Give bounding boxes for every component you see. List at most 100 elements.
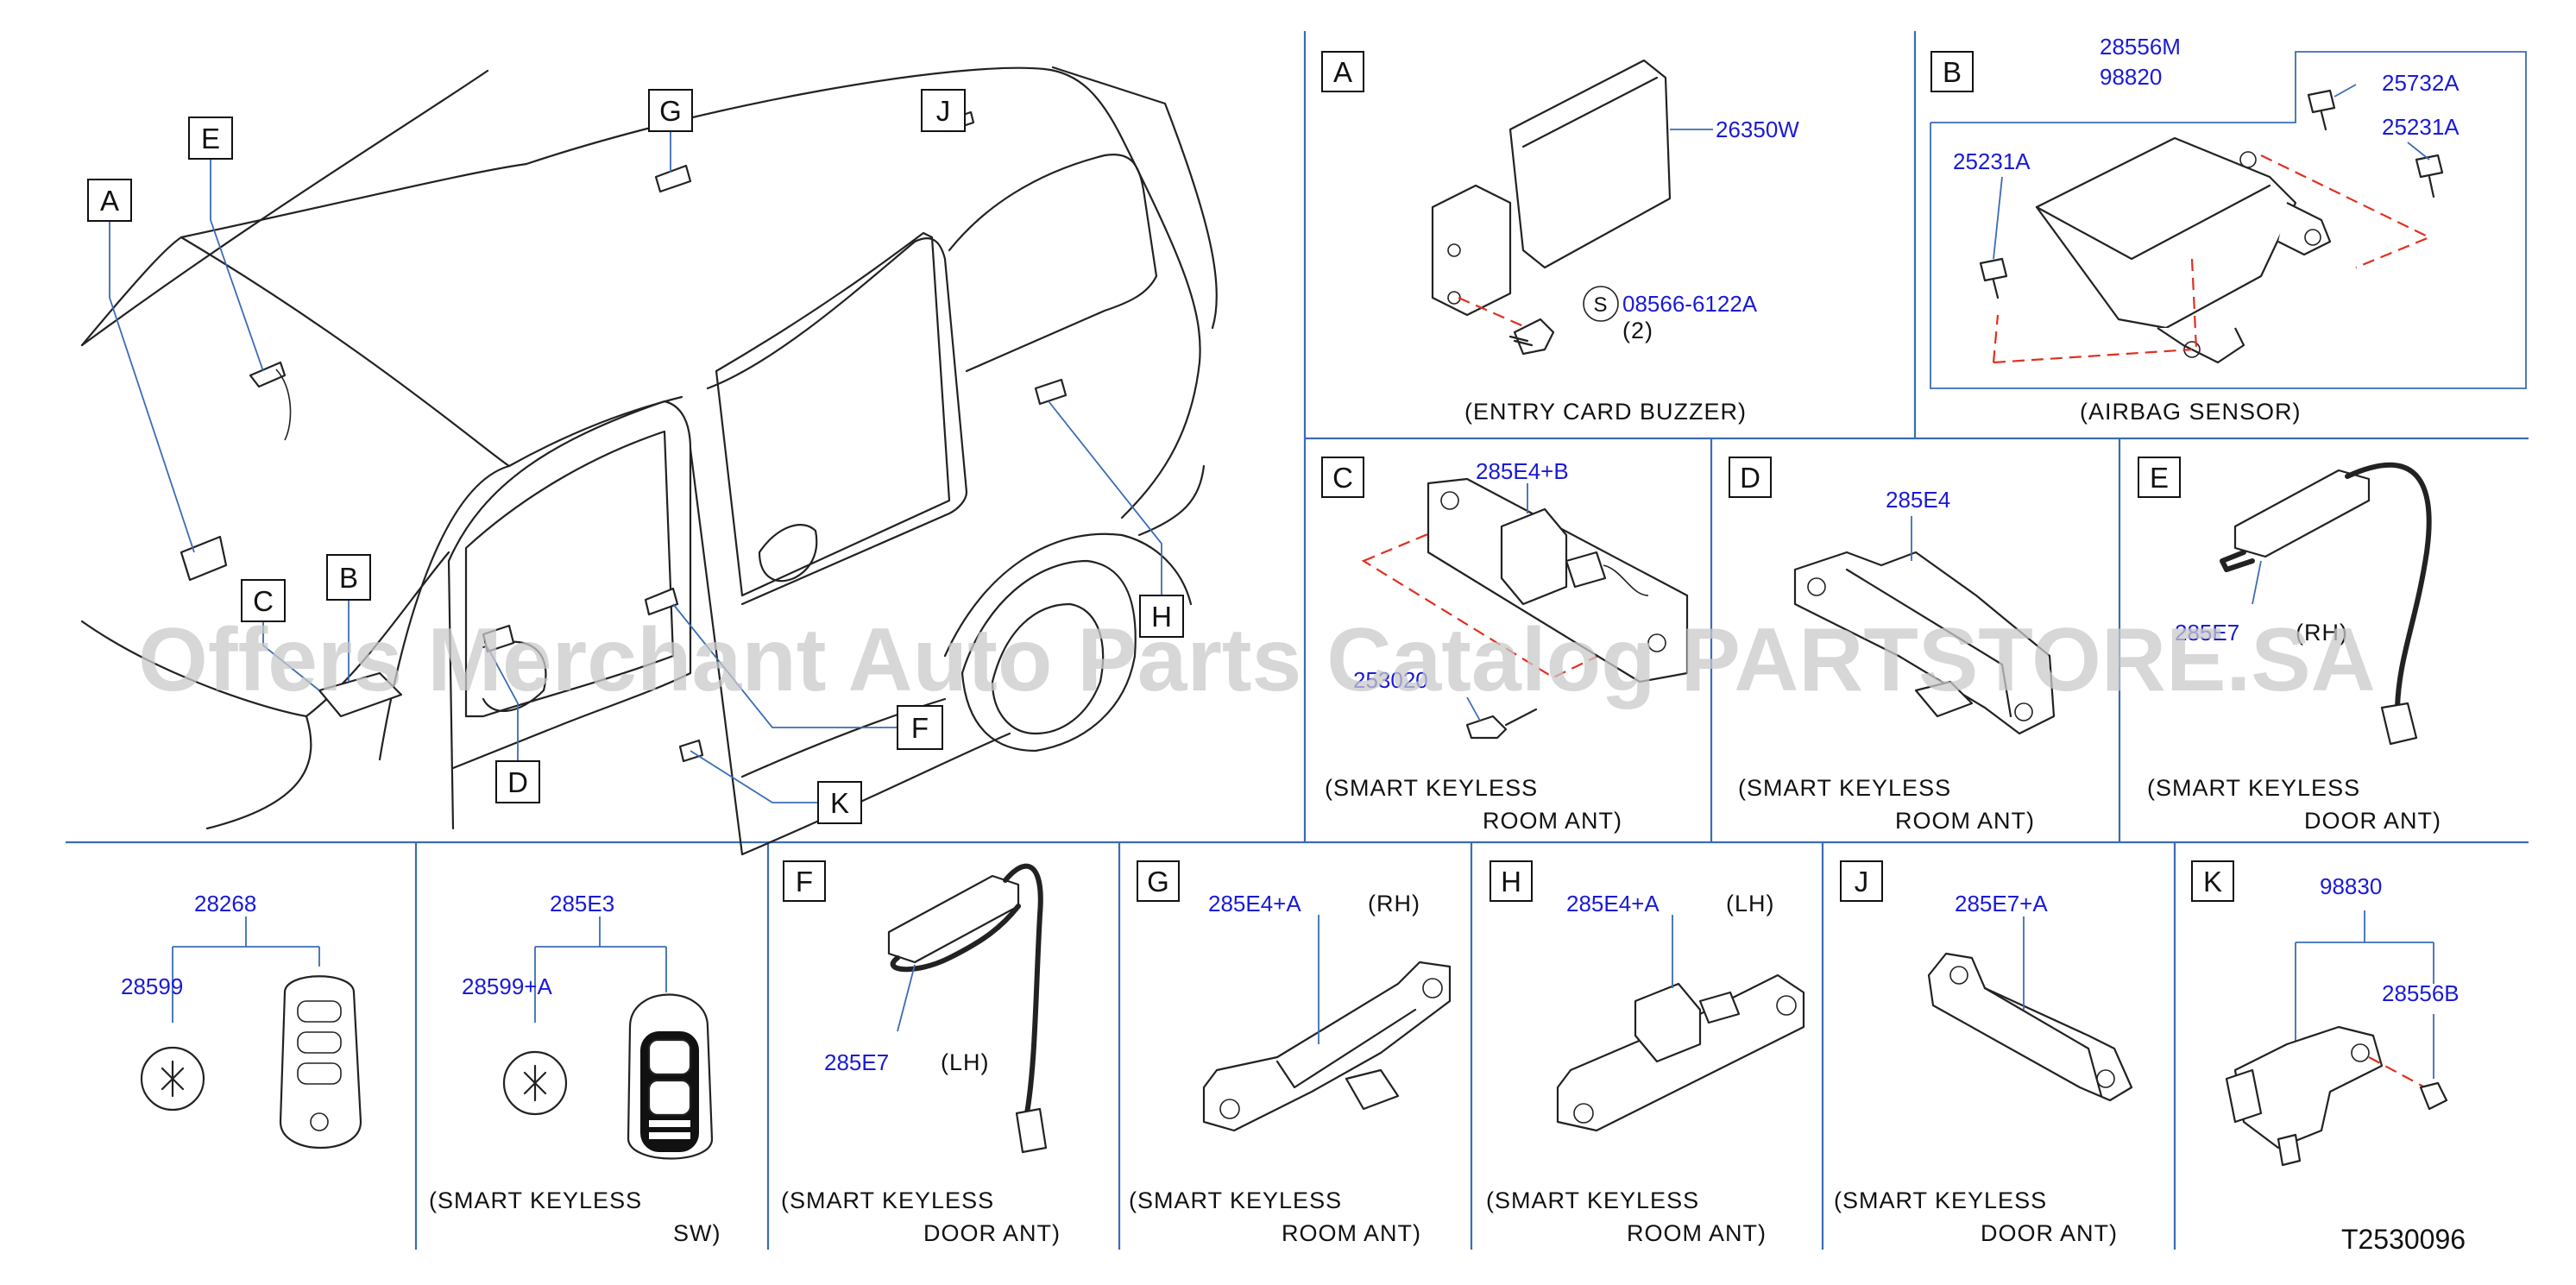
caption-smart-line2: SW) (673, 1220, 721, 1246)
panel-letter-c: C (1332, 462, 1353, 494)
svg-text:C: C (253, 585, 274, 617)
diagram-id: T2530096 (2341, 1224, 2466, 1255)
caption-h-line1: (SMART KEYLESS (1486, 1187, 1699, 1213)
callout-f[interactable]: F (897, 705, 943, 750)
caption-d-line2: ROOM ANT) (1895, 808, 2035, 834)
caption-f-line2: DOOR ANT) (923, 1220, 1061, 1246)
part-26350w[interactable]: 26350W (1716, 117, 1799, 142)
part-285e7-rh[interactable]: 285E7 (2175, 620, 2239, 646)
section-grid (66, 31, 2529, 1250)
callout-a[interactable]: A (87, 179, 132, 222)
caption-entry-card-buzzer: (ENTRY CARD BUZZER) (1464, 399, 1747, 425)
panel-letter-a-box (1321, 51, 1364, 92)
caption-g-line1: (SMART KEYLESS (1129, 1187, 1342, 1213)
svg-text:H: H (1151, 601, 1172, 633)
watermark: Offers Merchant Auto Parts Catalog PARTS… (138, 610, 2376, 710)
part-08566-6122a[interactable]: 08566-6122A (1622, 291, 1758, 317)
part-25231a-left[interactable]: 25231A (1953, 148, 2031, 174)
caption-h-line2: ROOM ANT) (1627, 1220, 1767, 1246)
side-rh-e: (RH) (2296, 620, 2348, 646)
part-28599[interactable]: 28599 (121, 973, 183, 999)
overview-callouts: A E B C D G J H F K (87, 89, 1184, 824)
side-lh-h: (LH) (1726, 891, 1775, 917)
panel-letter-h: H (1501, 866, 1521, 898)
caption-c-line2: ROOM ANT) (1483, 808, 1622, 834)
panel-j-door-ant: J 285E7+A (SMART KEYLESS DOOR ANT) (1834, 860, 2133, 1246)
panel-f-door-ant-lh: F 285E7 (LH) (SMART KEYLESS DOOR ANT) (781, 860, 1061, 1246)
callout-h[interactable]: H (1139, 595, 1184, 638)
part-253020[interactable]: 253020 (1353, 667, 1428, 693)
panel-letter-j: J (1855, 866, 1869, 898)
panel-remote-key: 28268 28599 (121, 891, 362, 1150)
caption-e-line1: (SMART KEYLESS (2147, 775, 2360, 801)
caption-smart-line1: (SMART KEYLESS (429, 1187, 642, 1213)
part-285e4-a-lh[interactable]: 285E4+A (1566, 891, 1660, 917)
svg-text:E: E (201, 123, 220, 154)
svg-text:B: B (339, 562, 358, 594)
panel-letter-d: D (1740, 462, 1760, 494)
part-285e4[interactable]: 285E4 (1886, 487, 1950, 513)
panel-letter-k-box (2191, 860, 2234, 902)
callout-c[interactable]: C (241, 579, 286, 622)
part-28556b[interactable]: 28556B (2382, 980, 2459, 1006)
svg-text:D: D (507, 766, 528, 798)
caption-airbag-sensor: (AIRBAG SENSOR) (2080, 399, 2302, 425)
panel-b-airbag-sensor: B 28556M 98820 25231A 25732A 25231A (AIR… (1930, 34, 2527, 425)
panel-e-door-ant-rh: E 285E7 (RH) (SMART KEYLESS DOOR ANT) (2138, 457, 2441, 834)
svg-text:J: J (936, 95, 951, 127)
panel-letter-j-box (1840, 860, 1883, 902)
caption-g-line2: ROOM ANT) (1282, 1220, 1421, 1246)
callout-g[interactable]: G (648, 89, 693, 132)
panel-c-room-ant: C 285E4+B 253020 (SMART KEYLESS ROOM ANT… (1321, 457, 1689, 834)
part-25231a-right[interactable]: 25231A (2382, 114, 2459, 140)
caption-c-line1: (SMART KEYLESS (1325, 775, 1538, 801)
part-285e7-lh[interactable]: 285E7 (824, 1049, 889, 1075)
panel-a-entry-card-buzzer: A S 26350W 08566-6122A (2) (ENTRY CARD B… (1321, 51, 1799, 425)
panel-h-room-ant-lh: H 285E4+A (LH) (SMART KEYLESS ROOM ANT) (1486, 860, 1805, 1246)
panel-letter-c-box (1321, 457, 1364, 498)
panel-letter-f: F (796, 866, 813, 898)
callout-d[interactable]: D (495, 760, 540, 803)
callout-e[interactable]: E (188, 117, 233, 160)
caption-d-line1: (SMART KEYLESS (1738, 775, 1951, 801)
panel-letter-h-box (1490, 860, 1533, 902)
part-28556m[interactable]: 28556M (2100, 34, 2181, 60)
panel-letter-e: E (2150, 462, 2169, 494)
vehicle-overview (80, 66, 1218, 856)
svg-text:A: A (100, 185, 119, 217)
part-25732a[interactable]: 25732A (2382, 70, 2459, 96)
panel-letter-f-box (783, 860, 826, 902)
callout-b[interactable]: B (326, 554, 371, 601)
qty-2: (2) (1622, 318, 1653, 343)
callout-k[interactable]: K (817, 781, 862, 824)
part-28268[interactable]: 28268 (194, 891, 256, 917)
part-285e3[interactable]: 285E3 (550, 891, 614, 917)
part-285e7-a[interactable]: 285E7+A (1955, 891, 2048, 917)
caption-j-line1: (SMART KEYLESS (1834, 1187, 2047, 1213)
part-285e4-b[interactable]: 285E4+B (1476, 458, 1569, 484)
part-98820[interactable]: 98820 (2100, 64, 2162, 90)
caption-f-line1: (SMART KEYLESS (781, 1187, 994, 1213)
bolt-symbol-s: S (1593, 293, 1608, 317)
panel-letter-d-box (1729, 457, 1772, 498)
part-285e4-a-rh[interactable]: 285E4+A (1208, 891, 1301, 917)
side-rh-g: (RH) (1368, 891, 1420, 917)
callout-j[interactable]: J (921, 89, 966, 132)
panel-letter-b-box (1930, 51, 1974, 92)
panel-letter-g: G (1147, 866, 1169, 898)
panel-g-room-ant-rh: G 285E4+A (RH) (SMART KEYLESS ROOM ANT) (1129, 860, 1452, 1246)
panel-k-sensor: K 98830 28556B (2191, 860, 2459, 1167)
panel-letter-a: A (1333, 56, 1352, 88)
panel-letter-k: K (2203, 866, 2222, 898)
part-28599-a[interactable]: 28599+A (462, 973, 552, 999)
svg-text:G: G (659, 95, 682, 127)
panel-letter-b: B (1943, 56, 1962, 88)
caption-e-line2: DOOR ANT) (2304, 808, 2441, 834)
side-lh-f: (LH) (941, 1049, 990, 1075)
panel-d-room-ant: D 285E4 (SMART KEYLESS ROOM ANT) (1729, 457, 2056, 834)
part-98830[interactable]: 98830 (2320, 873, 2382, 899)
svg-text:K: K (830, 787, 849, 819)
panel-smart-keyless-sw: 285E3 28599+A (SMART KEYLESS SW) (429, 891, 721, 1246)
